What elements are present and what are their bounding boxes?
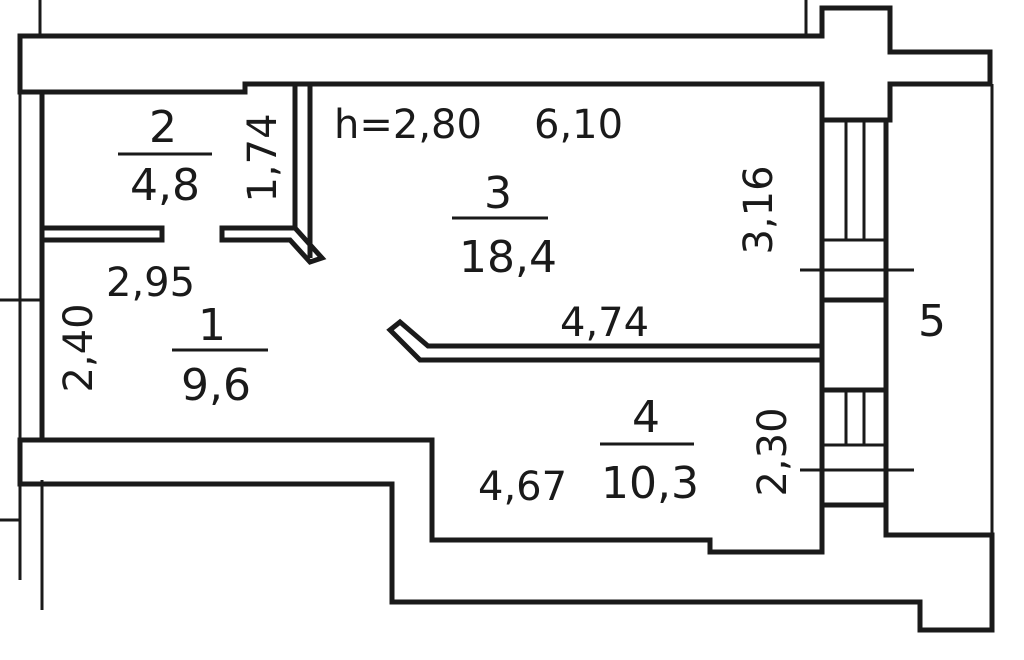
room-4: 4 10,3 xyxy=(600,392,699,509)
room-4-number: 4 xyxy=(632,392,660,443)
room-4-side-dimension: 2,30 xyxy=(750,407,796,496)
right-wall-with-windows xyxy=(800,84,994,535)
partition-dimension: 4,74 xyxy=(560,300,649,346)
room-2-area: 4,8 xyxy=(130,160,200,211)
room-1: 1 9,6 xyxy=(172,300,268,411)
room-1-number: 1 xyxy=(198,300,226,351)
room-2-number: 2 xyxy=(149,102,177,153)
partition-room3-room4 xyxy=(386,318,825,363)
room-4-bottom-dimension: 4,67 xyxy=(478,464,567,510)
top-exterior-wall xyxy=(17,0,993,123)
room-3-top-dimension: 6,10 xyxy=(534,102,623,148)
room-3-area: 18,4 xyxy=(459,232,557,283)
room-1-area: 9,6 xyxy=(181,360,251,411)
ceiling-height: h=2,80 xyxy=(334,102,482,148)
room-4-area: 10,3 xyxy=(601,458,699,509)
room-2-side-dimension: 1,74 xyxy=(240,113,286,202)
room-1-top-dimension: 2,95 xyxy=(106,260,195,306)
room-2: 2 4,8 xyxy=(118,102,212,211)
room-5-number: 5 xyxy=(918,296,946,347)
room-1-side-dimension: 2,40 xyxy=(56,303,102,392)
room-3: 3 18,4 xyxy=(452,168,557,283)
partition-room1-room2 xyxy=(42,84,327,265)
room-3-number: 3 xyxy=(484,168,512,219)
room-3-side-dimension: 3,16 xyxy=(736,165,782,254)
left-exterior-wall xyxy=(0,92,45,610)
bottom-exterior-wall xyxy=(17,437,995,633)
